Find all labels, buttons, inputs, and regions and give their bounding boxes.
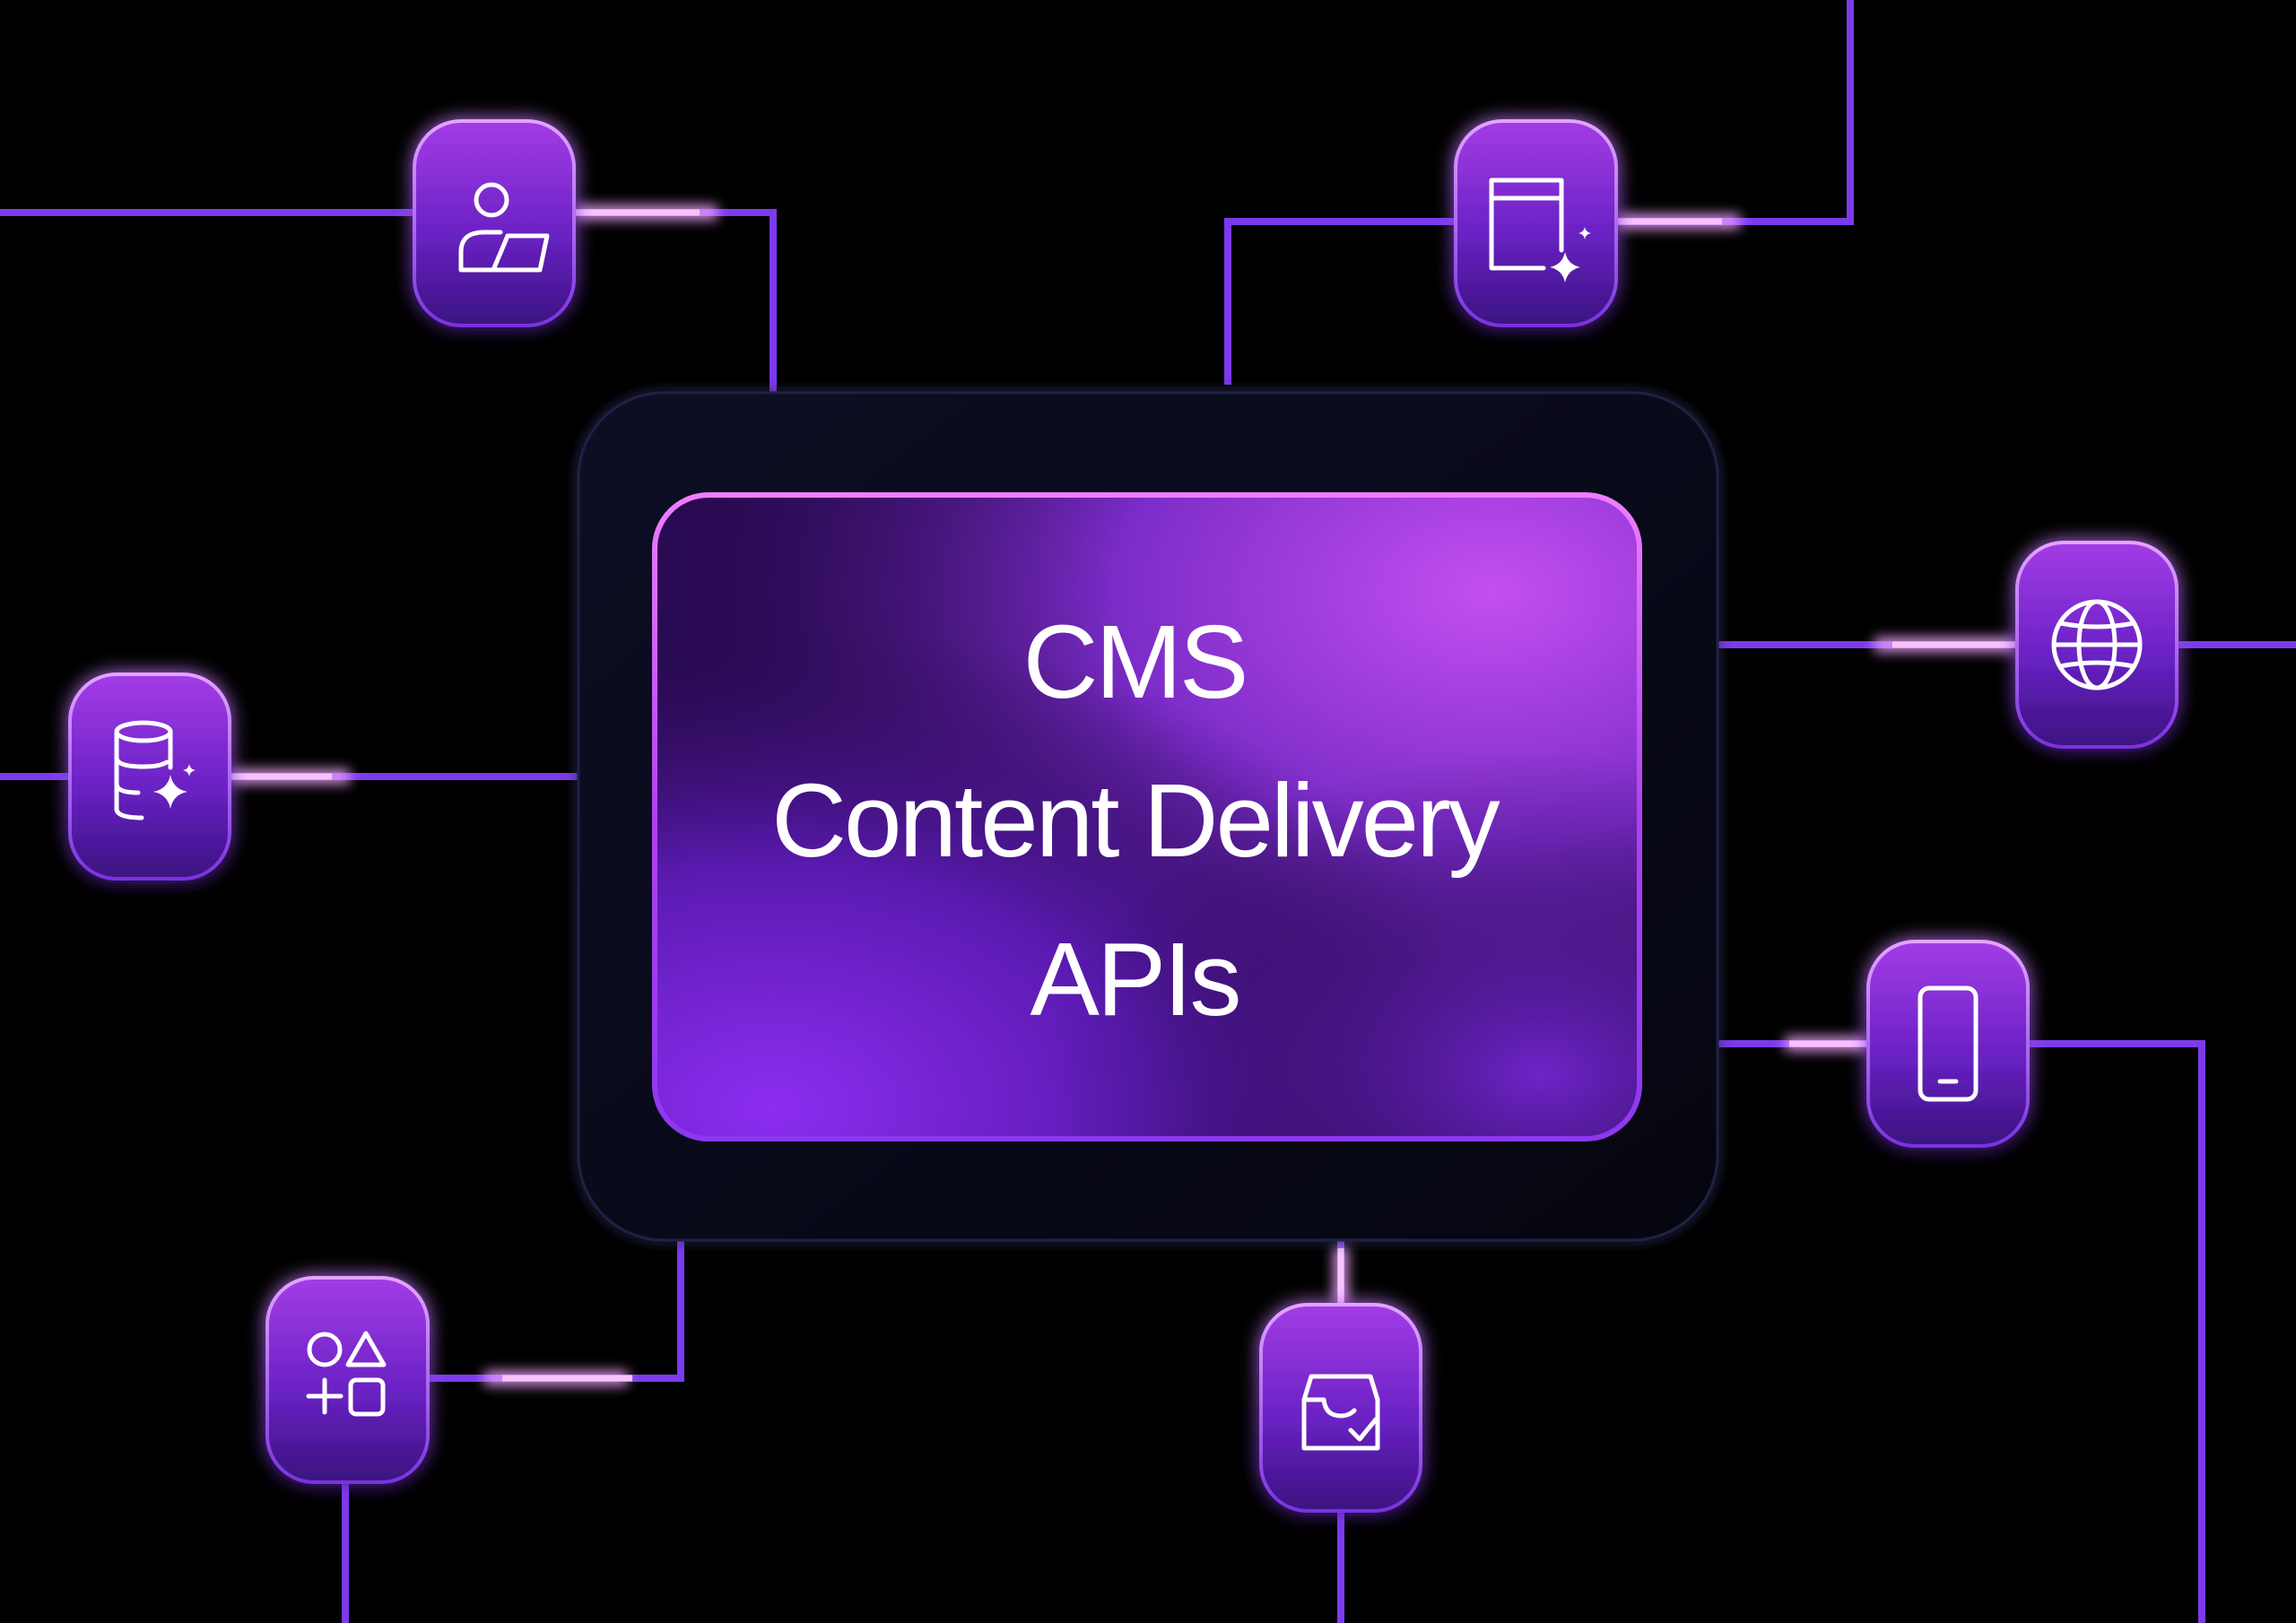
node-database-sparkle[interactable] — [68, 673, 231, 881]
connector-window-right — [1613, 0, 1854, 225]
connector-window-hub — [1224, 218, 1459, 385]
inbox-check-icon — [1301, 1374, 1380, 1451]
node-globe[interactable] — [2015, 541, 2179, 749]
hub-title-line-2: Content Delivery — [771, 762, 1500, 879]
node-shapes[interactable] — [265, 1276, 430, 1484]
node-window-sparkle[interactable] — [1454, 119, 1618, 327]
connector-shapes-hub — [424, 1238, 684, 1382]
node-inbox-check[interactable] — [1259, 1303, 1422, 1513]
hub: CMS Content Delivery APIs — [576, 390, 1720, 1243]
hub-title-line-1: CMS — [1023, 603, 1247, 720]
hub-title-line-3: APIs — [1031, 921, 1239, 1037]
hub-panel — [652, 492, 1642, 1141]
connector-mobile-down — [2024, 1040, 2205, 1623]
user-laptop-icon — [458, 182, 550, 273]
connector-user-laptop-hub — [570, 209, 777, 394]
node-user-laptop[interactable] — [413, 119, 576, 327]
connector-glows — [230, 205, 2017, 1385]
window-sparkle-icon — [1489, 178, 1591, 282]
database-sparkle-icon — [114, 720, 196, 820]
shapes-icon — [306, 1331, 387, 1417]
globe-icon — [2051, 599, 2143, 690]
mobile-phone-icon — [1918, 985, 1979, 1102]
node-mobile[interactable] — [1866, 940, 2030, 1148]
